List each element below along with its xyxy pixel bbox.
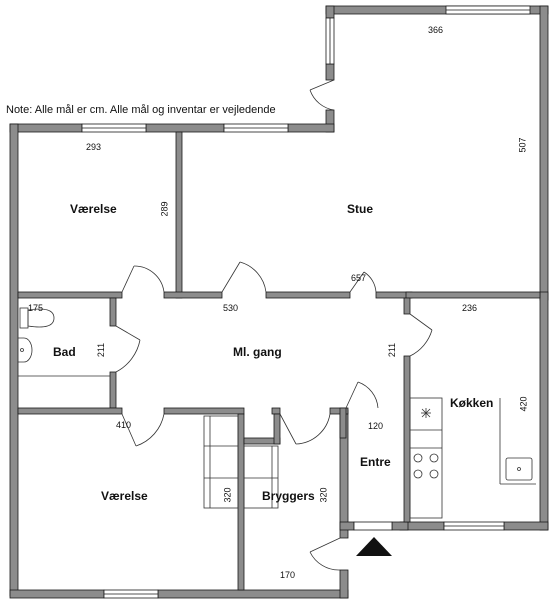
dim-bryggers-width: 170 bbox=[280, 570, 296, 580]
dim-vaerelse-bottom-width: 410 bbox=[116, 420, 132, 430]
room-label-koekken: Køkken bbox=[450, 396, 494, 410]
dim-vaerelse-top-height: 289 bbox=[159, 201, 170, 217]
dim-bad-width: 175 bbox=[28, 303, 44, 313]
room-label-entre: Entre bbox=[360, 455, 391, 469]
dim-koekken-height: 420 bbox=[518, 396, 529, 412]
room-label-bad: Bad bbox=[53, 345, 76, 359]
toilet-icon bbox=[19, 307, 55, 329]
kitchen-counters bbox=[409, 397, 536, 519]
dim-koekken-width: 236 bbox=[462, 303, 478, 313]
dim-vaerelse-top-width: 293 bbox=[86, 142, 102, 152]
sink-icon bbox=[505, 457, 533, 481]
entrance-arrow-icon bbox=[356, 537, 392, 556]
room-label-bryggers: Bryggers bbox=[262, 489, 315, 503]
dim-stue-height: 507 bbox=[517, 137, 528, 153]
dim-bryggers-height: 320 bbox=[318, 487, 329, 503]
room-label-vaerelse-top: Værelse bbox=[70, 202, 117, 216]
dim-stue-657: 657 bbox=[351, 273, 367, 283]
walls bbox=[9, 5, 549, 599]
plan-note: Note: Alle mål er cm. Alle mål og invent… bbox=[6, 104, 276, 116]
stove-icon bbox=[413, 453, 439, 479]
dim-entre-width: 120 bbox=[368, 421, 384, 431]
dim-vaerelse-bottom-height: 320 bbox=[222, 487, 233, 503]
closets bbox=[203, 415, 279, 509]
dim-bad-height: 211 bbox=[96, 342, 107, 358]
dim-stue-width: 366 bbox=[428, 25, 444, 35]
room-label-vaerelse-bottom: Værelse bbox=[101, 489, 148, 503]
room-label-gang: Ml. gang bbox=[233, 345, 282, 359]
doors bbox=[115, 79, 433, 571]
extractor-fan-icon bbox=[421, 408, 431, 418]
dim-gang-width: 530 bbox=[223, 303, 239, 313]
windows bbox=[81, 5, 531, 599]
room-label-stue: Stue bbox=[347, 202, 374, 216]
dim-gang-height: 211 bbox=[387, 342, 398, 358]
bathroom-sink-icon bbox=[18, 337, 33, 363]
